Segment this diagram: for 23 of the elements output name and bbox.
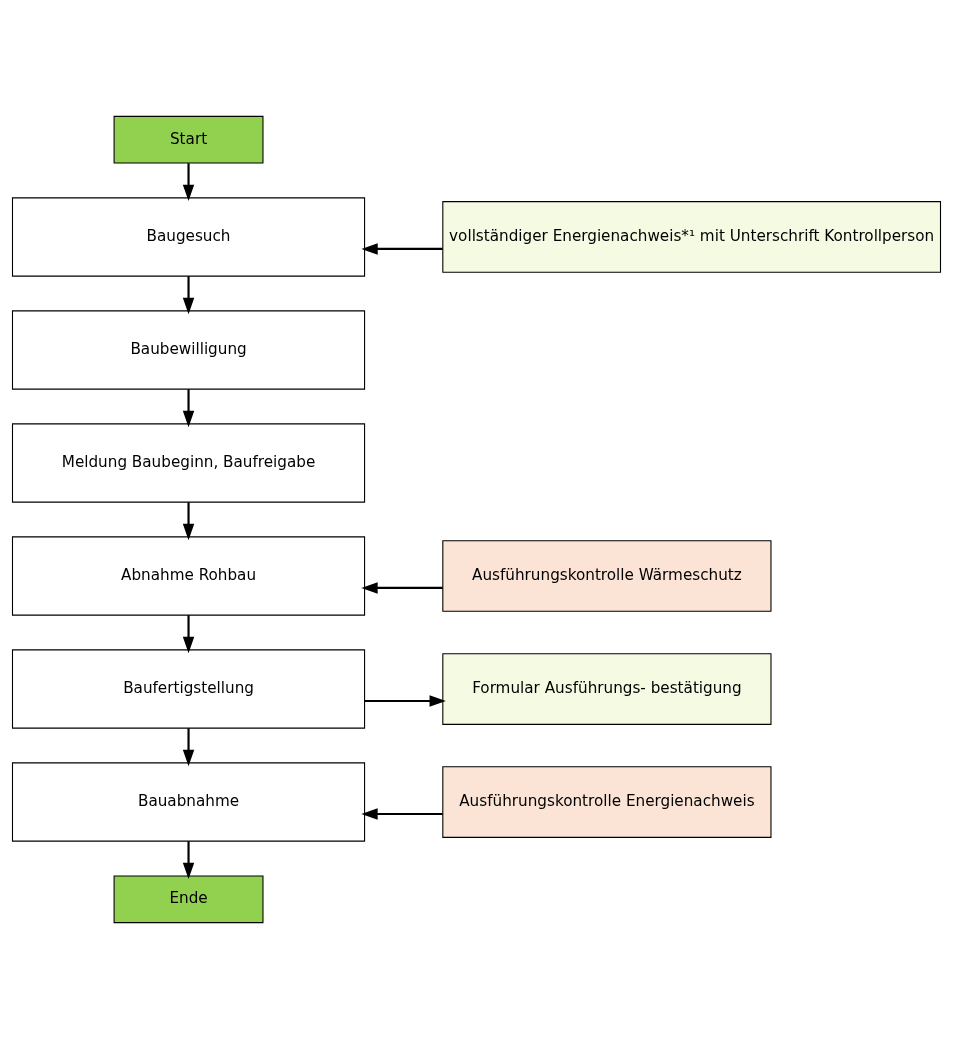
node-box: Ende xyxy=(113,875,264,924)
node-box: Ausführungskontrolle Energienachweis xyxy=(442,766,772,838)
arrow xyxy=(364,695,446,707)
arrow xyxy=(182,502,195,541)
node-box: Baugesuch xyxy=(11,197,366,277)
node-box: Formular Ausführungs- bestätigung xyxy=(442,653,772,725)
node-box: Meldung Baubeginn, Baufreigabe xyxy=(11,423,366,503)
node-box: Start xyxy=(113,115,264,164)
arrow xyxy=(182,728,195,767)
node-box: Ausführungskontrolle Wärmeschutz xyxy=(442,540,772,612)
arrow xyxy=(182,163,195,201)
arrow xyxy=(182,276,195,315)
node-box: vollständiger Energienachweis*¹ mit Unterschrift Kontrollperson xyxy=(442,201,942,273)
node-box: Baufertigstellung xyxy=(11,649,366,729)
arrow xyxy=(182,841,195,880)
node-box: Bauabnahme xyxy=(11,762,366,842)
arrow xyxy=(361,582,443,594)
arrow xyxy=(182,389,195,428)
node-box: Baubewilligung xyxy=(11,310,366,390)
arrow xyxy=(361,243,443,255)
arrow xyxy=(182,615,195,654)
node-box: Abnahme Rohbau xyxy=(11,536,366,616)
arrow xyxy=(361,808,443,820)
